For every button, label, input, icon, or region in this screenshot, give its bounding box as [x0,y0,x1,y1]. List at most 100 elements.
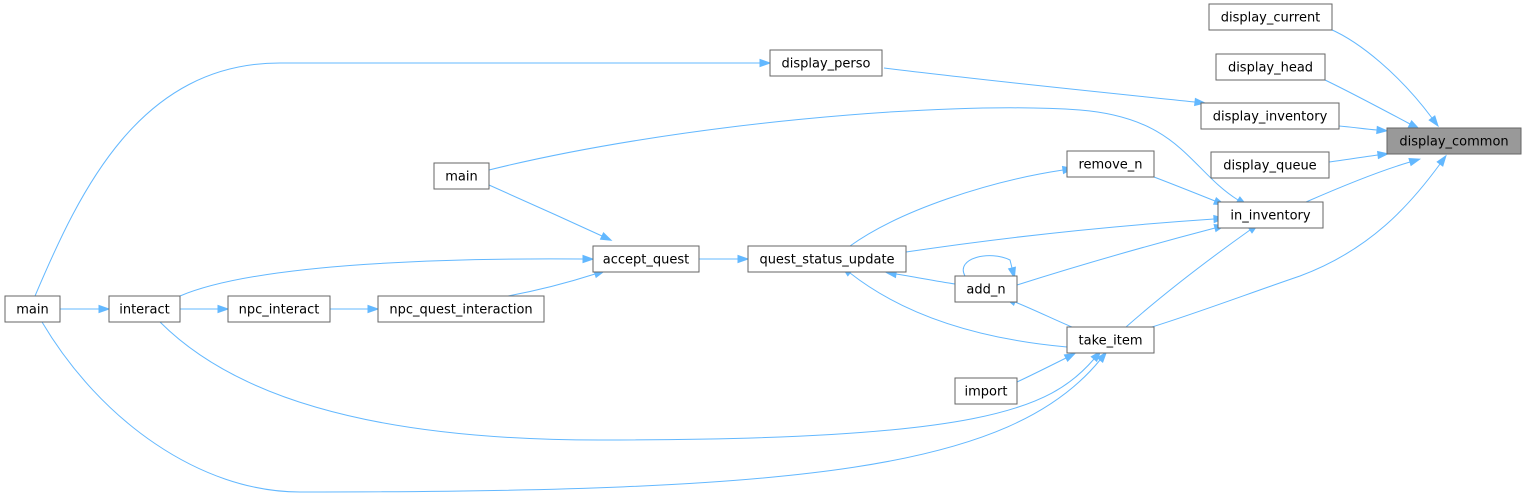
edge-line [849,169,1064,247]
node-box [1066,326,1155,354]
node-box [747,245,907,273]
edge-main_2-to-interact [60,304,111,314]
node-main-1[interactable]: main [433,162,490,190]
node-npc-quest-interaction[interactable]: npc_quest_interaction [377,295,545,323]
node-display-head[interactable]: display_head [1215,53,1326,81]
arrowhead [1408,158,1422,167]
node-display-queue[interactable]: display_queue [1210,151,1330,179]
arrowhead [367,304,380,314]
edge-display_current-to-display_common [1329,28,1439,128]
arrowhead [1377,150,1390,160]
arrowhead [1096,351,1108,364]
node-box [1386,127,1522,155]
node-label: take_item [1079,334,1143,349]
node-box [108,295,181,323]
node-box [592,245,700,273]
edge-layer [34,28,1447,493]
edge-line [1016,227,1216,286]
node-take-item[interactable]: take_item [1066,326,1155,354]
node-label: main [16,303,48,318]
edge-take_item-to-add_n [1004,297,1073,328]
edge-quest_status_update-to-in_inventory [905,214,1226,253]
arrowhead [599,231,613,241]
node-display-current[interactable]: display_current [1208,3,1333,31]
node-box [1217,201,1324,229]
arrowhead [1376,125,1389,135]
edge-line [179,258,584,297]
node-display-perso[interactable]: display_perso [769,49,883,77]
edge-display_perso-to-display_inventory [883,67,1207,107]
edge-line [488,107,1239,201]
node-in-inventory[interactable]: in_inventory [1217,201,1324,229]
node-label: accept_quest [603,253,689,268]
edge-accept_quest-to-quest_status_update [699,254,750,264]
arrowhead [217,304,230,314]
edge-line [962,255,1013,277]
edge-line [1151,163,1441,328]
node-label: display_perso [782,57,871,72]
edge-interact-to-accept_quest [179,254,595,297]
edge-display_inventory-to-display_common [1338,125,1389,135]
edge-line [1338,125,1378,131]
node-box [954,377,1018,405]
edge-interact-to-npc_interact [180,304,230,314]
node-box [4,295,61,323]
node-npc-interact[interactable]: npc_interact [227,295,331,323]
node-box [1215,53,1326,81]
edge-line [1125,229,1251,328]
edge-main_2-to-display_perso [34,58,772,297]
edge-line [1328,154,1379,163]
arrowhead [1428,115,1439,128]
edge-line [1014,301,1073,328]
edge-line [1324,79,1411,125]
edge-line [1305,161,1411,203]
node-box [769,49,883,77]
node-box [1200,102,1340,130]
node-label: interact [119,303,170,318]
edge-take_item-to-in_inventory [1125,223,1260,328]
node-box [377,295,545,323]
arrowhead [1007,266,1016,280]
node-remove-n[interactable]: remove_n [1066,150,1155,178]
node-label: display_head [1228,61,1313,76]
node-import[interactable]: import [954,377,1018,405]
node-display-common[interactable]: display_common [1386,127,1522,155]
node-quest-status-update[interactable]: quest_status_update [747,245,907,273]
edge-npc_interact-to-npc_quest_interaction [330,304,380,314]
edge-main_1-to-accept_quest [488,184,613,241]
node-label: display_inventory [1213,110,1328,125]
arrowhead [1194,97,1207,107]
node-label: npc_interact [239,303,320,318]
arrowhead [1436,154,1447,167]
edge-npc_quest_interaction-to-accept_quest [507,270,606,297]
node-main-2[interactable]: main [4,295,61,323]
node-accept-quest[interactable]: accept_quest [592,245,700,273]
node-label: quest_status_update [759,253,894,268]
node-box [227,295,331,323]
node-box [433,162,490,190]
node-interact[interactable]: interact [108,295,181,323]
edge-line [41,321,1101,493]
node-label: import [965,385,1008,400]
edge-display_queue-to-display_common [1328,150,1390,163]
arrowhead [759,58,772,68]
node-label: display_queue [1223,159,1316,174]
edge-line [159,321,1095,441]
edge-line [1329,28,1433,119]
edge-line [883,67,1196,103]
arrowhead [1090,350,1102,363]
edge-in_inventory-to-display_common [1305,158,1422,203]
node-label: main [445,170,477,185]
node-label: display_current [1221,11,1321,26]
node-display-inventory[interactable]: display_inventory [1200,102,1340,130]
node-layer: display_common display_current display_hea… [4,3,1522,405]
edge-interact-to-take_item [159,321,1102,441]
edge-line [488,184,603,237]
edge-add_n-to-add_n [962,255,1016,280]
node-label: display_common [1399,135,1508,150]
arrowhead [98,304,111,314]
node-box [1208,3,1333,31]
node-add-n[interactable]: add_n [954,275,1018,303]
node-label: add_n [966,283,1005,298]
arrowhead [737,254,750,264]
